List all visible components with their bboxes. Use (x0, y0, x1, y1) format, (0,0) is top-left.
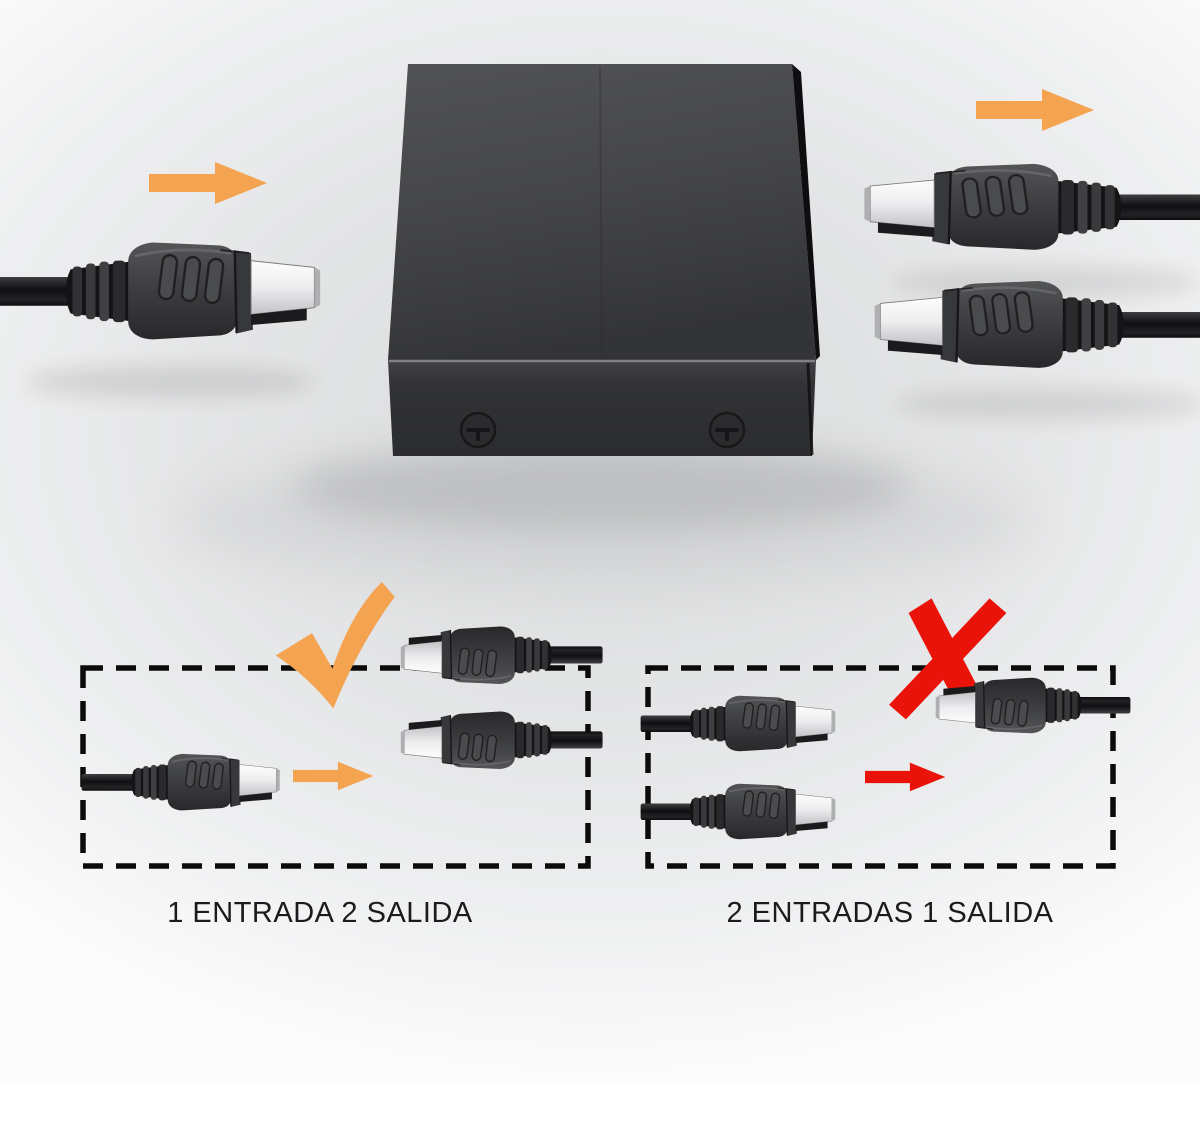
hdmi-splitter-box (172, 64, 1032, 590)
connector-shadow (25, 366, 315, 398)
input-hdmi-connector (0, 241, 322, 341)
diagram-incorrect: 2 ENTRADAS 1 SALIDA (639, 606, 1132, 929)
output-hdmi-connector-1 (862, 162, 1200, 252)
dashed-frame (80, 665, 591, 869)
connector-shadow (895, 388, 1200, 420)
diagram-caption: 1 ENTRADA 2 SALIDA (167, 897, 473, 929)
diagram-caption: 2 ENTRADAS 1 SALIDA (727, 897, 1054, 929)
screw-icon (708, 411, 746, 449)
diagram-input-connector-1 (639, 694, 837, 753)
arrow-right-icon (865, 762, 946, 792)
diagram-input-connector-2 (639, 782, 837, 841)
diagram-output-connector-2 (399, 710, 604, 770)
arrow-right-icon (976, 89, 1094, 131)
diagram-input-connector (80, 753, 281, 812)
screw-icon (459, 411, 497, 449)
output-hdmi-connector-2 (873, 279, 1200, 370)
dashed-frame (645, 665, 1116, 869)
arrow-right-icon (293, 761, 374, 791)
checkmark-icon (275, 582, 395, 709)
diagram-correct: 1 ENTRADA 2 SALIDA (80, 582, 604, 929)
top-scene (0, 64, 1200, 590)
arrow-right-icon (149, 162, 267, 204)
diagram-output-connector-1 (399, 625, 604, 685)
